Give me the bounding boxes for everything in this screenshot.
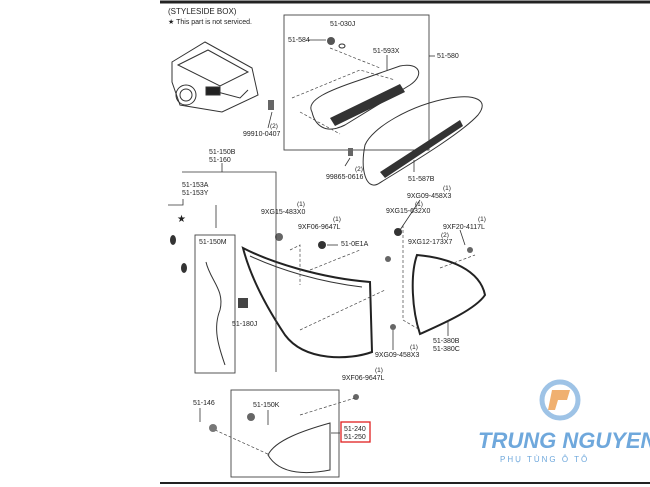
clip-icon — [170, 235, 176, 245]
qty: (2) — [441, 232, 449, 239]
label-51-150B[interactable]: 51-150B — [209, 149, 236, 156]
diagram-title: (STYLESIDE BOX) — [168, 7, 237, 16]
screw-icon — [348, 148, 353, 156]
label-9XG12-173X7[interactable]: 9XG12-173X7 — [408, 239, 452, 246]
bulb-icon — [338, 43, 346, 49]
qty: (2) — [355, 166, 363, 173]
label-51-153A[interactable]: 51-153A — [182, 182, 209, 189]
wiring-harness — [205, 261, 226, 366]
qty: (1) — [443, 185, 451, 192]
label-99910-0407[interactable]: 99910-0407 — [243, 131, 280, 138]
qty: (1) — [333, 216, 341, 223]
label-9XF06-9647L[interactable]: 9XF06-9647L — [298, 224, 341, 231]
label-51-580[interactable]: 51-580 — [437, 53, 459, 60]
grommet-icon — [209, 424, 217, 432]
label-51-030J[interactable]: 51-030J — [330, 21, 355, 28]
screw-icon — [385, 256, 391, 262]
label-9XG09-458X3[interactable]: 9XG09-458X3 — [407, 193, 451, 200]
label-99865-0616[interactable]: 99865-0616 — [326, 174, 363, 181]
high-mount-lamp-box — [283, 14, 430, 151]
not-serviced-note: ★ This part is not serviced. — [168, 18, 252, 26]
reflector-box — [230, 389, 340, 478]
socket-icon — [327, 37, 335, 45]
label-9XG09-458X3-lower[interactable]: 9XG09-458X3 — [375, 352, 419, 359]
label-51-153Y[interactable]: 51-153Y — [182, 190, 209, 197]
nut-icon — [275, 233, 283, 241]
label-51-240[interactable]: 51-240 — [344, 426, 366, 433]
label-9XF20-4117L[interactable]: 9XF20-4117L — [443, 224, 485, 231]
qty: (2) — [270, 123, 278, 130]
label-51-150M[interactable]: 51-150M — [199, 239, 227, 246]
label-51-380C[interactable]: 51-380C — [433, 346, 460, 353]
label-51-584[interactable]: 51-584 — [288, 37, 310, 44]
watermark-logo: TRUNG NGUYEN PHỤ TÙNG Ô TÔ — [478, 379, 650, 464]
callout-bracket — [168, 163, 277, 372]
screw-icon — [467, 247, 473, 253]
watermark-tagline: PHỤ TÙNG Ô TÔ — [500, 455, 589, 464]
label-51-250[interactable]: 51-250 — [344, 434, 366, 441]
label-51-180J[interactable]: 51-180J — [232, 321, 257, 328]
label-51-0E1A[interactable]: 51-0E1A — [341, 241, 369, 248]
qty: (1) — [410, 344, 418, 351]
qty: (1) — [375, 367, 383, 374]
qty: (1) — [478, 216, 486, 223]
screw-icon — [390, 324, 396, 330]
screw-icon — [268, 100, 274, 110]
qty: (1) — [297, 201, 305, 208]
label-51-160[interactable]: 51-160 — [209, 157, 231, 164]
high-mount-lamp-lens — [362, 96, 483, 186]
connector-icon — [238, 298, 248, 308]
wiring-harness-box — [194, 234, 236, 374]
label-51-587B[interactable]: 51-587B — [408, 176, 435, 183]
tail-lamp-assembly — [241, 246, 374, 359]
screw-icon — [353, 394, 359, 400]
side-lamp-lens — [411, 253, 487, 336]
clip-icon — [181, 263, 187, 273]
part-labels: 51-030J 51-584 51-593X 51-580 (2) 99910-… — [182, 21, 486, 441]
truck-illustration — [171, 41, 259, 113]
label-9XG15-483X0[interactable]: 9XG15-483X0 — [261, 209, 305, 216]
label-51-150K[interactable]: 51-150K — [253, 402, 280, 409]
label-51-593X[interactable]: 51-593X — [373, 48, 400, 55]
label-51-146[interactable]: 51-146 — [193, 400, 215, 407]
label-9XG15-632X0[interactable]: 9XG15-632X0 — [386, 208, 430, 215]
star-icon: ★ — [177, 214, 186, 225]
grommet-icon — [318, 241, 326, 249]
qty: (1) — [415, 201, 423, 208]
highlight-box — [340, 421, 371, 443]
label-9XF06-9647L-lower[interactable]: 9XF06-9647L — [342, 375, 385, 382]
reflector-lamp — [247, 413, 331, 474]
label-51-380B[interactable]: 51-380B — [433, 338, 460, 345]
high-mount-lamp-housing — [291, 47, 420, 135]
watermark-brand: TRUNG NGUYEN — [478, 428, 650, 453]
